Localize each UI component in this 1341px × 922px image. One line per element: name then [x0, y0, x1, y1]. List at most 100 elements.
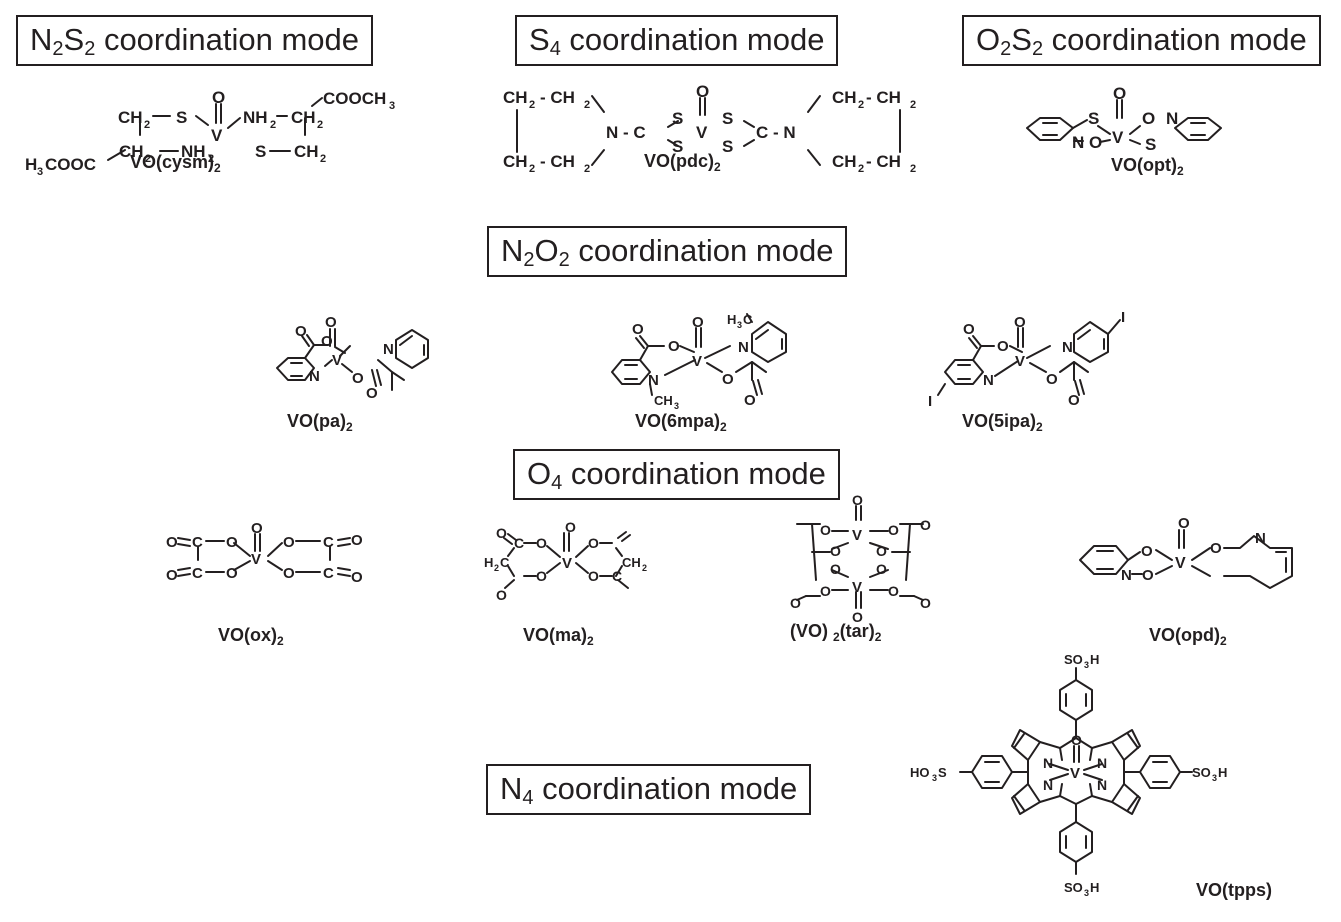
bond-line	[1026, 117, 1074, 141]
bond-line	[215, 103, 222, 124]
atom-label: I	[1121, 309, 1125, 326]
atom-label: V	[1015, 353, 1025, 370]
atom-label: N	[309, 368, 320, 385]
atom-label: O	[496, 525, 507, 541]
mode-text: S	[1011, 22, 1032, 57]
bond-line	[1190, 122, 1206, 136]
bond-line	[329, 328, 336, 347]
atom-label: CH	[291, 108, 316, 127]
structure-vo2-tar2: O O V O O O O O O V O O O O O	[790, 492, 931, 625]
atom-label: S	[1145, 135, 1156, 154]
bond-line	[1073, 321, 1109, 363]
compound-label-pdc: VO(pdc)2	[644, 151, 721, 173]
atom-label: V	[332, 352, 342, 369]
bond-line	[752, 379, 763, 396]
atom-label: N - C	[606, 123, 646, 142]
bond-line	[395, 329, 429, 369]
atom-label: O	[852, 609, 863, 625]
atom-label: N	[1166, 109, 1178, 128]
bond-line	[617, 579, 629, 589]
compound-label-text: 2	[1036, 420, 1043, 434]
bond-line	[937, 383, 946, 396]
atom-label: O	[1089, 133, 1102, 152]
atom-label: SO	[1064, 880, 1083, 895]
mode-text: coordination mode	[560, 22, 825, 57]
atom-label: 3	[1212, 773, 1217, 783]
atom-label: N	[1097, 755, 1107, 771]
bond-line	[649, 383, 653, 396]
bond-line	[1026, 345, 1051, 359]
atom-label: - CH	[540, 152, 575, 171]
structure-vo-cysm: CH 2 S O V NH 2 CH 2 COOCH 3 H 3 COOC CH…	[25, 88, 395, 178]
compound-label-5ipa: VO(5ipa)2	[962, 411, 1043, 434]
atom-label: 3	[37, 166, 43, 178]
atom-label: N	[1043, 777, 1053, 793]
compound-label-ox: VO(ox)2	[218, 625, 284, 648]
bond-line	[1099, 139, 1111, 143]
atom-label: S	[938, 765, 947, 780]
atom-label: N	[383, 341, 394, 358]
atom-label: O	[351, 532, 363, 549]
bond-line	[1155, 549, 1173, 561]
bond-line	[735, 361, 753, 381]
atom-label: O	[790, 595, 801, 611]
atom-label: O	[888, 583, 899, 599]
bond-line	[177, 537, 191, 547]
atom-label: O	[920, 517, 931, 533]
atom-label: O	[1210, 540, 1222, 557]
mode-box-n4: N4 coordination mode	[486, 764, 812, 815]
bond-line	[751, 361, 767, 373]
atom-label: NH	[243, 108, 268, 127]
mode-box-n2s2: N2S2 coordination mode	[16, 15, 373, 66]
atom-label: 2	[910, 99, 916, 111]
atom-label: V	[1070, 765, 1080, 782]
atom-label: HO	[910, 765, 930, 780]
bond-line	[504, 579, 515, 589]
atom-label: O	[1068, 392, 1080, 409]
atom-label: 2	[320, 153, 326, 165]
mode-sub: 2	[52, 38, 64, 60]
mode-text: N	[501, 233, 524, 268]
bond-line	[1111, 729, 1141, 761]
atom-label: O	[226, 565, 238, 582]
atom-label: O	[692, 314, 704, 331]
atom-label: S	[1088, 109, 1099, 128]
atom-label: CH	[622, 555, 641, 570]
bond-line	[615, 565, 623, 577]
atom-label: O	[1046, 371, 1058, 388]
atom-label: C	[192, 534, 203, 551]
atom-label: O	[820, 522, 831, 538]
bond-line	[1011, 729, 1041, 761]
compound-label-text: VO(cysm)	[130, 152, 215, 172]
atom-label: C	[612, 568, 622, 584]
atom-label: 2	[317, 119, 323, 131]
structure-vo-opd: O V O N O O N	[1079, 515, 1293, 589]
bond-line	[1139, 755, 1181, 789]
structure-vo-opt: S O V O N N O S	[1026, 84, 1222, 154]
atom-label: V	[692, 353, 702, 370]
atom-label: SO	[1192, 765, 1211, 780]
atom-label: V	[1112, 128, 1124, 147]
compound-label-6mpa: VO(6mpa)2	[635, 411, 727, 433]
atom-label: O	[352, 370, 364, 387]
bond-line	[1065, 693, 1087, 707]
bond-line	[1013, 733, 1139, 811]
compound-label-ma: VO(ma)2	[523, 625, 594, 647]
compound-label-text: 2	[833, 630, 840, 644]
bond-line	[1129, 139, 1141, 145]
compound-label-text: VO(pdc)	[644, 151, 714, 171]
atom-label: O	[325, 314, 337, 331]
atom-label: N	[983, 372, 994, 389]
atom-label: N	[1255, 530, 1266, 547]
mode-sub: 4	[551, 472, 563, 494]
atom-label: 3	[737, 320, 742, 330]
atom-label: C - N	[756, 123, 796, 142]
mode-sub: 2	[1031, 38, 1044, 60]
structure-vo-tpps: SO 3 H HO 3 S SO 3 H SO 3 H N N O V N N	[910, 652, 1227, 898]
atom-label: C	[514, 535, 524, 551]
bond-line	[276, 357, 315, 381]
compound-label-text: 2	[277, 634, 284, 648]
structure-vo-ox: O C O O V O C O O C O O C O	[166, 520, 363, 586]
atom-label: 2	[529, 163, 535, 175]
atom-label: O	[295, 323, 307, 340]
